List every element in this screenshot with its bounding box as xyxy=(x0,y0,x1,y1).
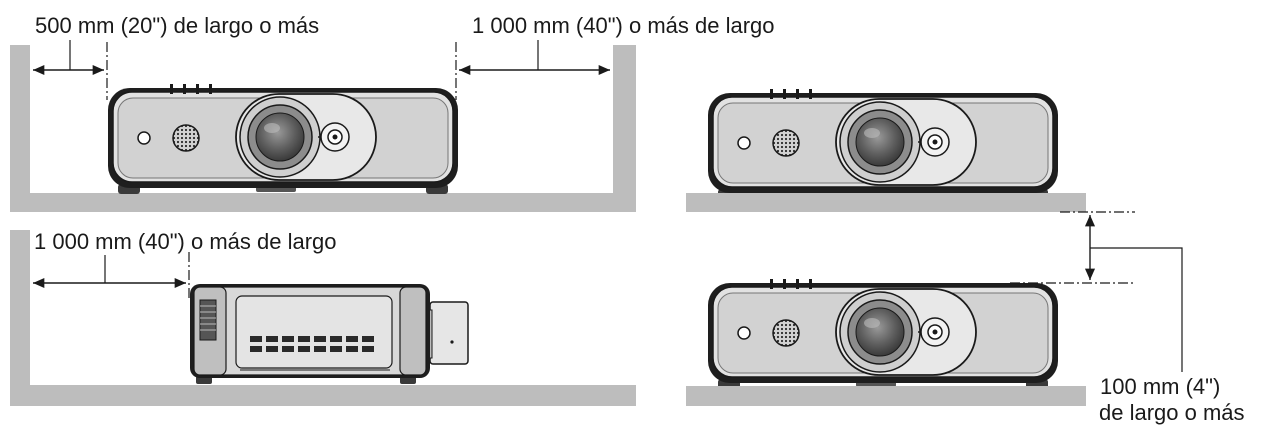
projector-side-icon xyxy=(190,284,469,384)
lower-shelf xyxy=(686,386,1086,406)
top-left-scene xyxy=(10,40,636,212)
stack-gap-leader xyxy=(1090,247,1183,372)
stack-gap-suffix-label: de largo o más xyxy=(1099,400,1245,425)
projector-front-icon xyxy=(707,88,1059,200)
upper-shelf xyxy=(686,193,1086,212)
bottom-left-scene xyxy=(10,230,636,406)
projector-front-icon xyxy=(107,83,459,195)
rear-clearance-label: 1 000 mm (40") o más de largo xyxy=(472,13,775,38)
stack-gap-value-label: 100 mm (4") xyxy=(1100,374,1221,399)
wall-enclosure xyxy=(10,45,636,212)
front-clearance-label: 500 mm (20") de largo o más xyxy=(35,13,320,38)
projector-front-icon xyxy=(707,278,1059,390)
wall-l-shape xyxy=(10,230,636,406)
right-scene xyxy=(686,88,1183,406)
side-clearance-label: 1 000 mm (40") o más de largo xyxy=(34,229,337,254)
